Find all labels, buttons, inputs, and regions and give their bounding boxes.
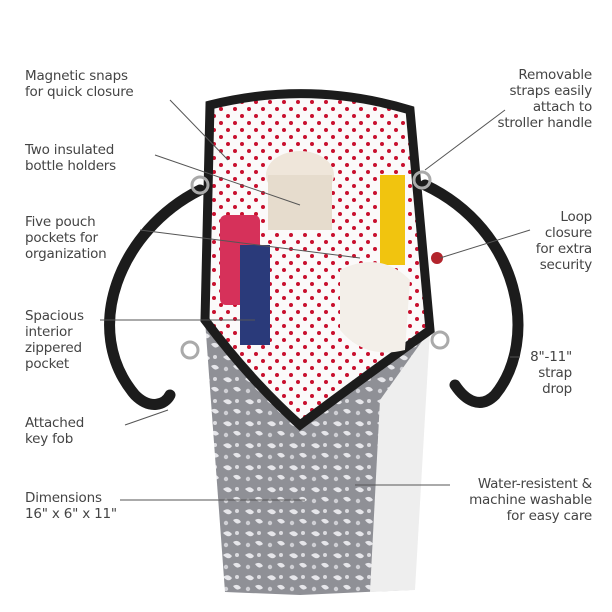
callout-line: interior — [25, 324, 73, 340]
callout-line: security — [539, 257, 593, 273]
callout-line: straps easily — [509, 83, 592, 99]
callout-key-fob: Attached key fob — [25, 415, 84, 447]
callout-line: key fob — [25, 431, 74, 447]
callout-bottle-holders: Two insulated bottle holders — [25, 142, 116, 174]
callout-dimensions: Dimensions 16" x 6" x 11" — [25, 490, 117, 522]
callout-pouch-pockets: Five pouch pockets for organization — [25, 214, 107, 262]
callout-line: organization — [25, 246, 107, 262]
callout-line: closure — [544, 225, 592, 241]
callout-line: Removable — [518, 67, 592, 83]
bag-rim — [200, 89, 435, 431]
callout-line: 16" x 6" x 11" — [25, 506, 117, 522]
callout-line: Spacious — [25, 308, 84, 324]
callout-line: Two insulated — [25, 142, 115, 158]
callout-removable-straps: Removable straps easily attach to stroll… — [498, 67, 593, 131]
callout-line: for quick closure — [25, 84, 134, 100]
callout-line: machine washable — [469, 492, 592, 508]
callout-line: Dimensions — [25, 490, 102, 506]
callout-line: stroller handle — [497, 115, 593, 131]
callout-line: bottle holders — [25, 158, 116, 174]
right-strap — [419, 179, 524, 408]
callout-water-resistant: Water-resistent & machine washable for e… — [469, 476, 592, 524]
callout-line: Attached — [25, 415, 85, 431]
leader-lines — [100, 99, 531, 501]
callout-line: for easy care — [506, 508, 593, 524]
callout-line: Loop — [560, 209, 592, 225]
left-strap — [104, 184, 206, 410]
callout-line: 8"-11" — [530, 349, 572, 365]
callout-strap-drop: 8"-11" strap drop — [530, 349, 572, 397]
callout-line: Magnetic snaps — [25, 68, 128, 84]
callout-line: pockets for — [25, 230, 98, 246]
callout-line: Water-resistent & — [477, 476, 592, 492]
callout-line: drop — [542, 381, 572, 397]
callout-line: for extra — [535, 241, 592, 257]
bag-body-left — [205, 320, 300, 595]
callout-line: pocket — [25, 356, 69, 372]
callout-line: attach to — [532, 99, 592, 115]
callout-zippered-pocket: Spacious interior zippered pocket — [25, 308, 84, 372]
callout-line: Five pouch — [25, 214, 96, 230]
callout-line: strap — [538, 365, 572, 381]
callout-magnetic-snaps: Magnetic snaps for quick closure — [25, 68, 134, 100]
callout-line: zippered — [25, 340, 82, 356]
callout-loop-closure: Loop closure for extra security — [536, 209, 592, 273]
